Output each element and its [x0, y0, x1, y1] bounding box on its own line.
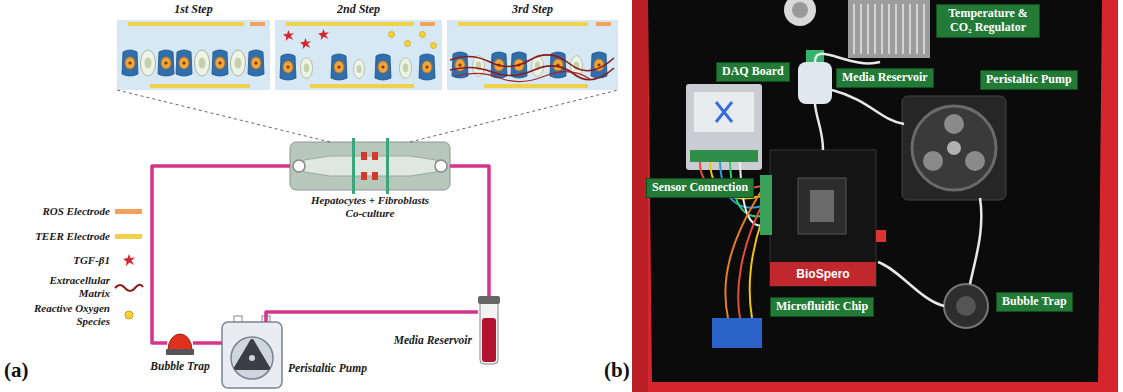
legend-swatch: [114, 253, 144, 267]
legend-text: TEER Electrode: [10, 230, 110, 243]
photo-label: Temperature & CO₂ Regulator: [936, 4, 1040, 38]
tubing-line: [450, 166, 489, 296]
photo-label: Sensor Connection: [646, 178, 754, 198]
chip-illustration: [290, 138, 450, 194]
photo-label-text: Microfluidic Chip: [776, 300, 868, 314]
node-label: Peristaltic Pump: [288, 362, 367, 375]
pump-icon: [222, 316, 282, 388]
node-label: Hepatocytes + Fibroblasts Co-culture: [308, 194, 432, 219]
legend-text: Reactive Oxygen Species: [18, 302, 110, 327]
photo-label-text: Sensor Connection: [652, 181, 748, 195]
bubble-trap-icon: [166, 334, 194, 355]
reservoir-icon: [478, 296, 500, 364]
legend-swatch: [114, 308, 144, 322]
photo-label-text: Peristaltic Pump: [986, 73, 1072, 87]
microfluidic-chip: Hepatocytes + Fibroblasts Co-culture: [290, 142, 450, 190]
legend-swatch: [114, 229, 144, 243]
photo-label-text: Temperature & CO₂ Regulator: [942, 7, 1034, 35]
brand-logo: BioSpero: [796, 267, 849, 281]
node-label: Media Reservoir: [394, 334, 472, 347]
node-label: Bubble Trap: [150, 360, 209, 373]
panel-label: (b): [604, 358, 630, 383]
legend-swatch: [114, 204, 144, 218]
photo-label-text: DAQ Board: [722, 65, 784, 79]
node-label: 3rd Step: [512, 3, 553, 17]
step-panel: 2nd Step: [275, 20, 442, 90]
photo-label: Microfluidic Chip: [770, 297, 874, 317]
zoom-line: [410, 90, 618, 142]
tubing-line: [266, 312, 478, 322]
zoom-line: [117, 90, 330, 142]
panel-label: (a): [4, 358, 29, 383]
step-illustration: [117, 20, 618, 90]
setup-photo: [632, 0, 1118, 392]
photo-label-text: Bubble Trap: [1002, 295, 1067, 309]
photo-label: Bubble Trap: [996, 292, 1073, 312]
bubble-trap: Bubble Trap: [167, 330, 193, 356]
peristaltic-pump: Peristaltic Pump: [222, 322, 282, 388]
step-panel: 1st Step: [117, 20, 270, 90]
photo-label-text: Media Reservoir: [842, 71, 928, 85]
media-reservoir: Media Reservoir: [478, 296, 500, 366]
legend-text: TGF-β1: [10, 254, 110, 267]
tubing-line: [193, 341, 222, 345]
tubing-line: [152, 166, 290, 343]
node-label: 2nd Step: [337, 3, 380, 17]
node-label: 1st Step: [174, 3, 212, 17]
legend-swatch: [114, 280, 144, 294]
step-panel: 3rd Step: [447, 20, 618, 90]
legend-text: ROS Electrode: [10, 205, 110, 218]
photo-label: Media Reservoir: [836, 68, 934, 88]
photo-label: DAQ Board: [716, 62, 790, 82]
legend-text: Extracellular Matrix: [38, 274, 110, 299]
photo-label: Peristaltic Pump: [980, 70, 1078, 90]
